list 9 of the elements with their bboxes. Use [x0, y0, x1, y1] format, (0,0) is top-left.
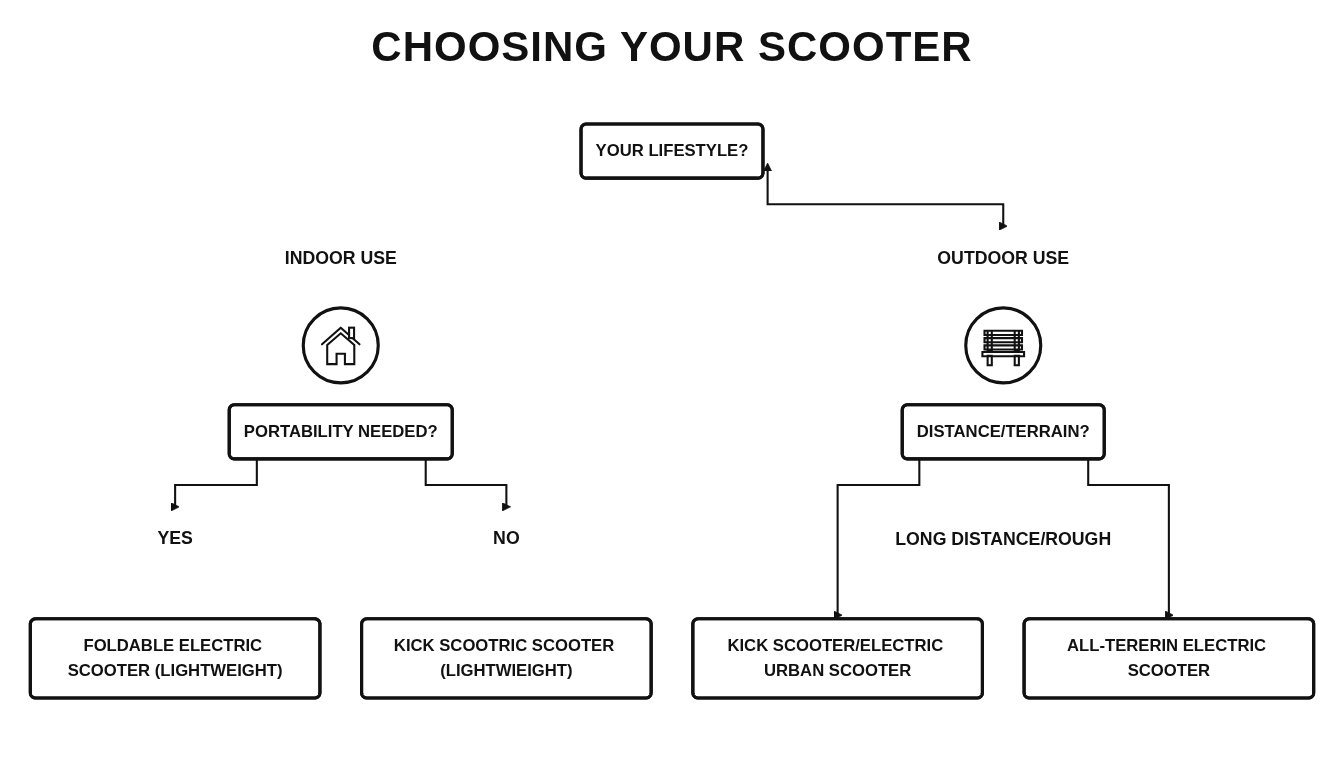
- arrow: [170, 459, 258, 512]
- node-text: YES: [157, 528, 193, 549]
- arrow: [763, 162, 1008, 231]
- node-text: NO: [493, 528, 520, 549]
- node-circle: [964, 306, 1043, 385]
- node-circle: [301, 306, 380, 385]
- diagram-title: CHOOSING YOUR SCOOTER: [371, 22, 973, 72]
- arrow: [424, 459, 511, 512]
- node-text: OUTDOOR USE: [937, 247, 1070, 268]
